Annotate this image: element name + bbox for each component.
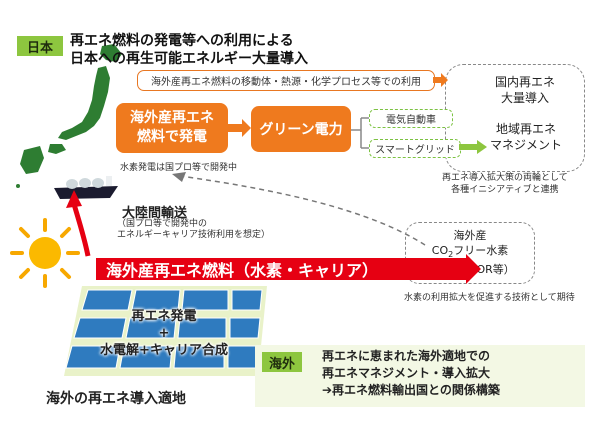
solar-panel-field: [64, 286, 267, 376]
domestic-line-1: 国内再エネ: [494, 75, 555, 89]
co2-prefix: CO: [431, 244, 449, 257]
power-generation-box: 海外産再エネ 燃料で発電: [116, 103, 228, 153]
arrow-usage-to-domestic: [433, 73, 448, 87]
policy-note: 再エネ導入拡大策の両輪として 各種イニシアティブと連携: [442, 172, 568, 196]
overseas-origin-label: 海外産: [453, 229, 487, 242]
usage-box: 海外産再エネ燃料の移動体・熱源・化学プロセス等での利用: [137, 70, 435, 91]
transport-note-line-2: エネルギーキャリア技術利用を想定）: [117, 230, 271, 240]
co2-free-label: CO2フリー水素: [405, 243, 535, 262]
electrolysis-label: 水電解+キャリア合成: [100, 343, 228, 358]
hydrogen-power-note: 水素発電は国プロ等で開発中: [120, 163, 238, 173]
japan-map: [16, 44, 122, 188]
overseas-production-text: 再エネ発電 + 水電解+キャリア合成: [64, 308, 264, 359]
green-power-box: グリーン電力: [251, 106, 351, 152]
arrow-to-regional-management: [459, 140, 487, 154]
green-power-connectors: [351, 117, 369, 149]
domestic-introduction: 国内再エネ 大量導入: [480, 74, 570, 106]
policy-note-line-1: 再エネ導入拡大策の両輪として: [442, 173, 568, 183]
overseas-info-line-3: ➔再エネ燃料輸出国との関係構築: [322, 383, 500, 397]
co2-subscript: 2: [448, 250, 454, 260]
japan-title-line-2: 日本への再生可能エネルギー大量導入: [70, 51, 308, 67]
regional-line-2: マネジメント: [489, 138, 562, 152]
transport-title: 大陸間輸送: [122, 206, 188, 221]
japan-title-line-1: 再エネ燃料の発電等への利用による: [70, 33, 294, 49]
co2-free-suffix: フリー水素: [453, 244, 509, 257]
transport-note: （国プロ等で開発中の エネルギーキャリア技術利用を想定）: [117, 219, 270, 241]
renewable-generation-label: 再エネ発電: [131, 309, 197, 324]
co2-free-hydrogen-box: [405, 222, 535, 284]
japan-tag: 日本: [17, 36, 63, 56]
overseas-info-line-1: 再エネに恵まれた海外適地での: [322, 349, 491, 363]
overseas-site-label: 海外の再エネ導入適地: [46, 391, 186, 407]
sun-icon: [10, 218, 80, 288]
lng-ship-icon: [54, 176, 118, 199]
arrow-to-green-power: [228, 119, 251, 137]
red-band-arrowhead: [466, 254, 481, 284]
transport-note-line-1: （国プロ等で開発中の: [117, 219, 208, 229]
overseas-info-text: 再エネに恵まれた海外適地での 再エネマネジメント・導入拡大 ➔再エネ燃料輸出国と…: [322, 348, 500, 399]
smart-grid-box: スマートグリッド: [369, 139, 461, 158]
hydrogen-import-arrow: [172, 172, 426, 246]
regional-line-1: 地域再エネ: [495, 122, 556, 136]
hydrogen-expectation-note: 水素の利用拡大を促進する技術として期待: [404, 293, 575, 303]
policy-note-line-2: 各種イニシアティブと連携: [451, 185, 559, 195]
plus-label: +: [158, 326, 170, 341]
power-generation-line-2: 燃料で発電: [137, 129, 207, 145]
power-generation-line-1: 海外産再エネ: [130, 110, 214, 126]
ev-box: 電気自動車: [369, 109, 453, 128]
overseas-info-box: [255, 345, 585, 407]
overseas-tag: 海外: [262, 352, 302, 372]
overseas-info-line-2: 再エネマネジメント・導入拡大: [322, 366, 491, 380]
export-arrow: [66, 190, 91, 257]
domestic-line-2: 大量導入: [500, 91, 549, 105]
overseas-fuel-band: 海外産再エネ燃料（水素・キャリア）: [96, 258, 466, 280]
regional-management: 地域再エネ マネジメント: [478, 121, 574, 153]
